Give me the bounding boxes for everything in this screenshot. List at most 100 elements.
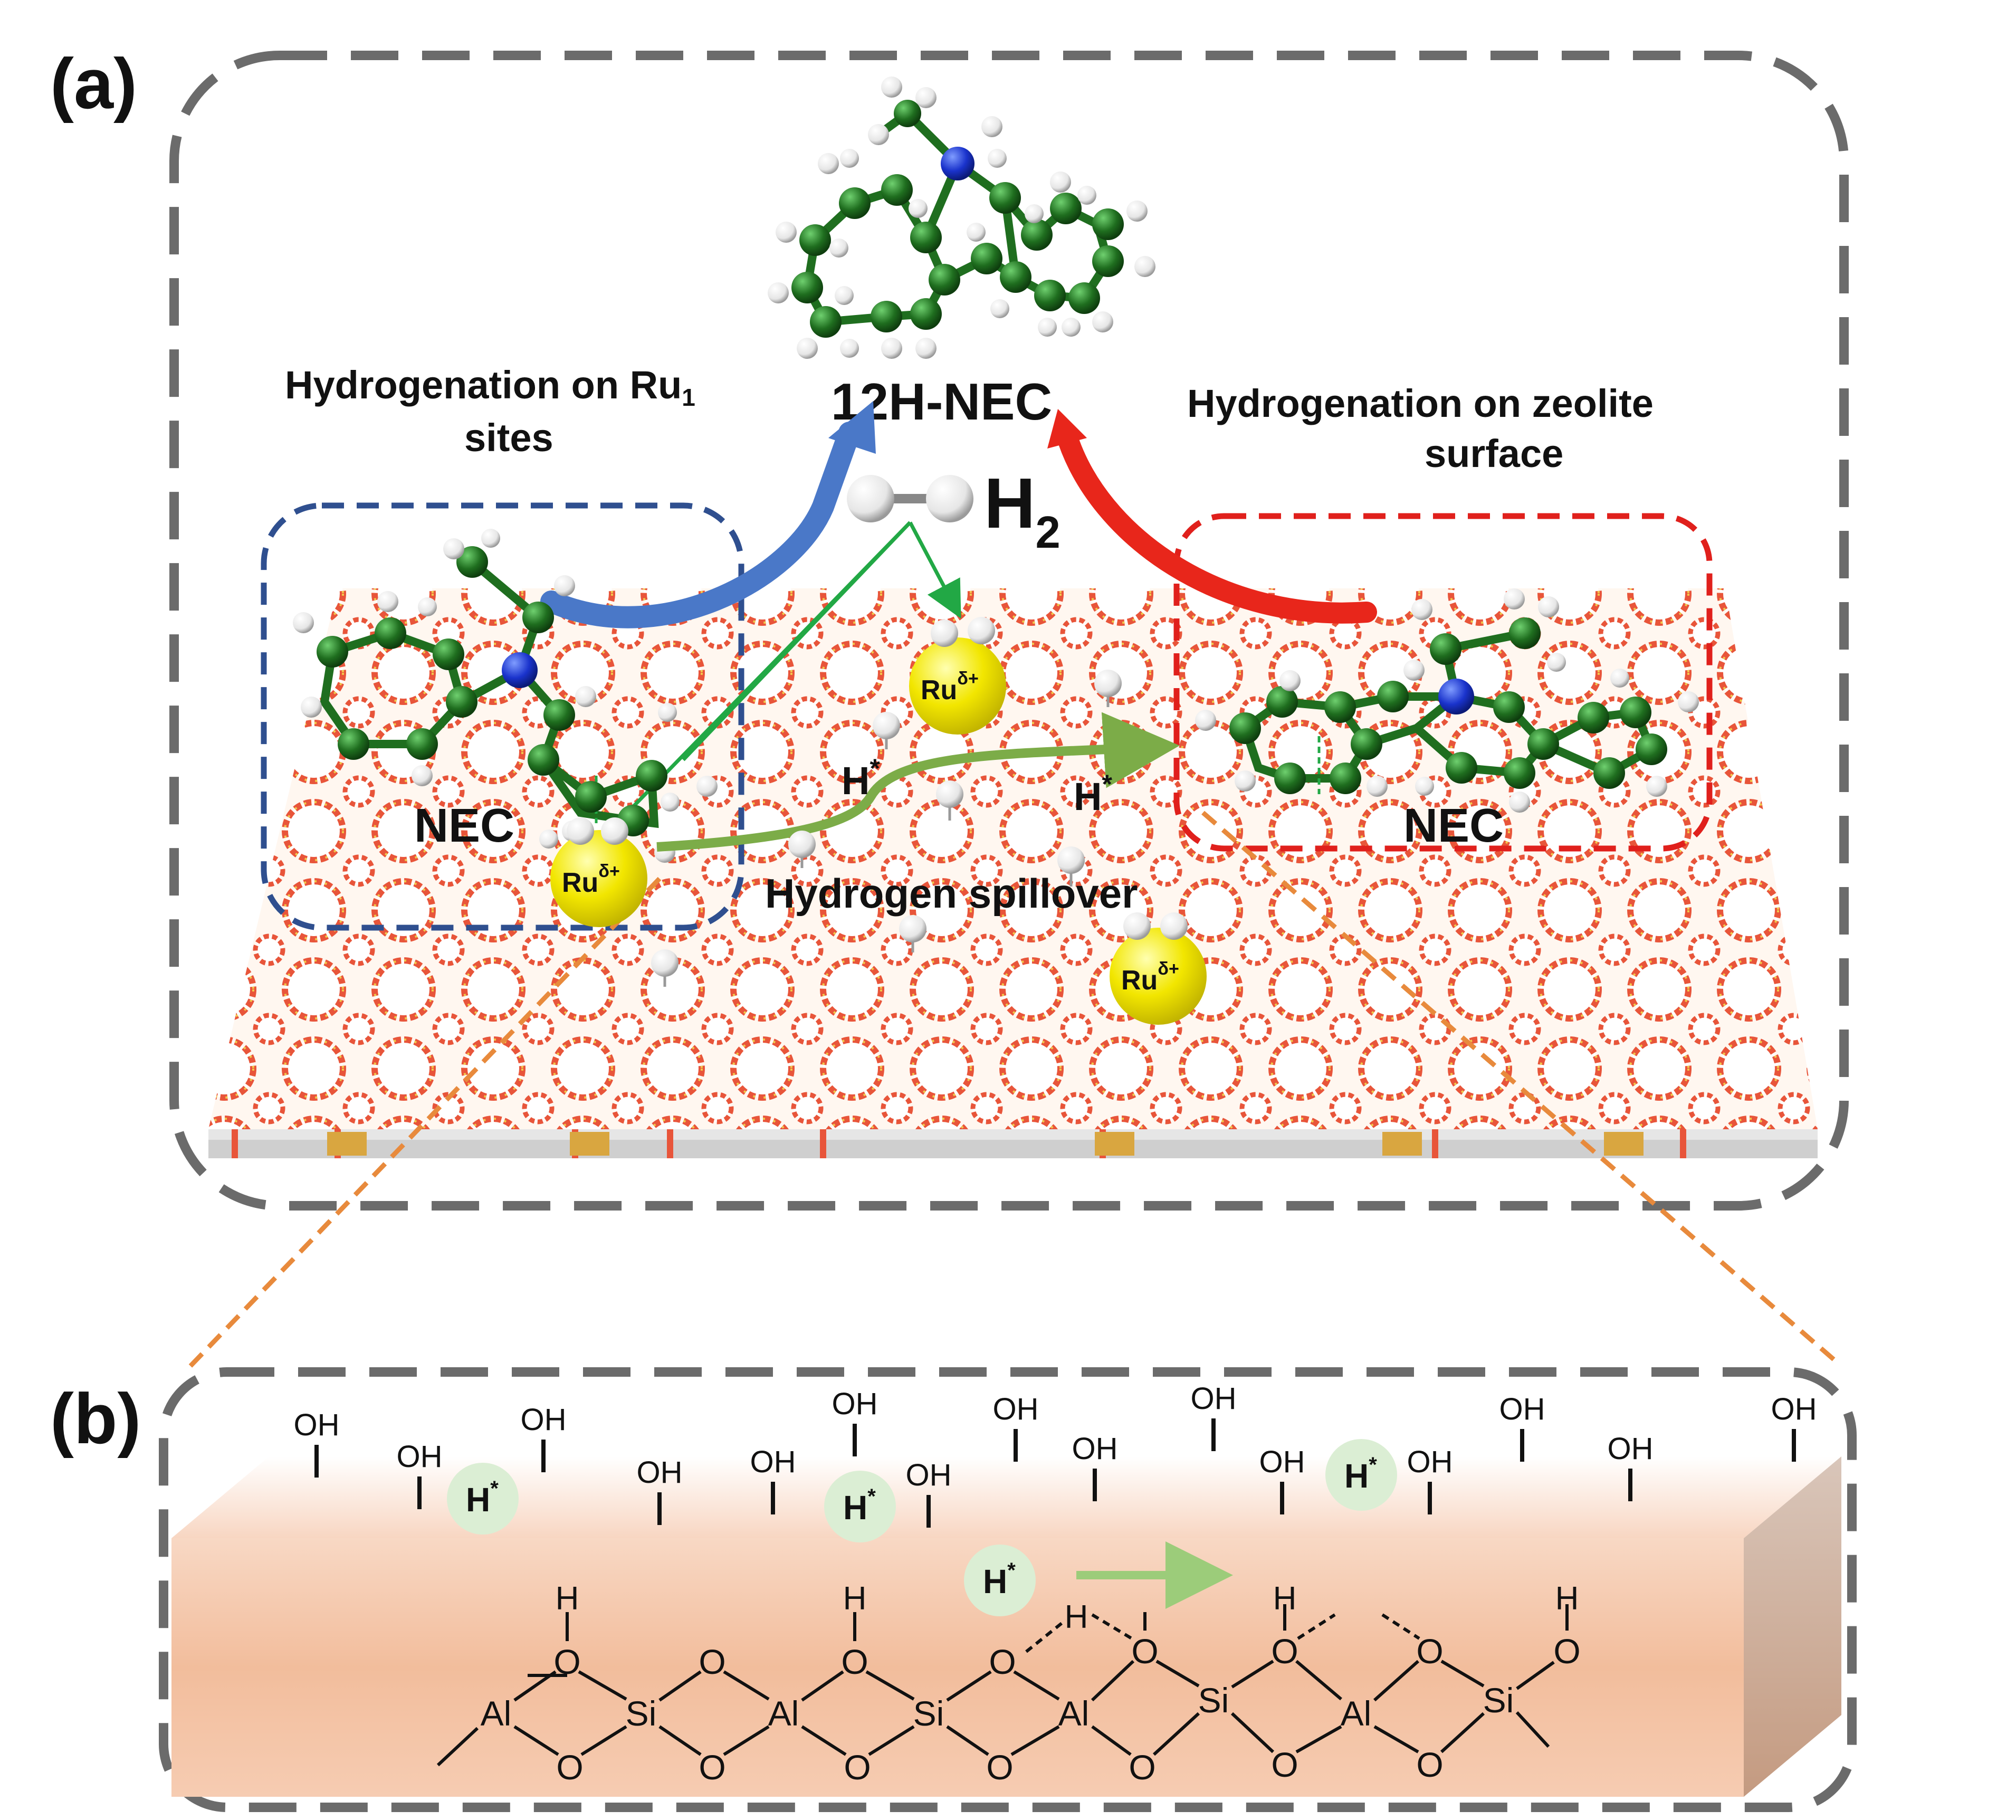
zoom-line-left <box>183 876 662 1374</box>
framework-o: O <box>1129 1748 1155 1787</box>
oh-label: OH <box>521 1403 567 1437</box>
nec-label-right: NEC <box>1403 799 1504 852</box>
oh-group: OH <box>397 1440 443 1509</box>
oh-label: OH <box>1072 1432 1118 1466</box>
oh-group: OH <box>1608 1432 1654 1501</box>
oh-group: OH <box>294 1408 340 1478</box>
oh-label: OH <box>1499 1392 1545 1426</box>
nec-molecule-right <box>1195 588 1699 813</box>
framework-si: Si <box>913 1694 944 1733</box>
svg-text:Ruδ+: Ruδ+ <box>1121 959 1179 996</box>
framework-h: H <box>843 1580 867 1617</box>
oh-group: OH <box>750 1445 796 1514</box>
panel-a-frame <box>169 51 1849 1211</box>
h-star-bubble: H* <box>824 1471 896 1542</box>
panel-a-label: (a) <box>50 44 137 123</box>
oh-group: OH <box>1072 1432 1118 1501</box>
oh-label: OH <box>1608 1432 1654 1466</box>
left-title-line2: sites <box>464 416 553 460</box>
panel-b-frame <box>159 1367 1857 1812</box>
framework-o: O <box>1416 1632 1443 1671</box>
oh-label: OH <box>1191 1381 1237 1416</box>
ru-atom-right: Ruδ+ <box>1110 912 1207 1025</box>
framework-o: O <box>1553 1632 1580 1671</box>
panel-b-label: (b) <box>50 1379 141 1459</box>
svg-text:Ruδ+: Ruδ+ <box>562 861 620 898</box>
framework-o: O <box>699 1642 725 1681</box>
oh-label: OH <box>1259 1445 1305 1479</box>
framework-o: O <box>841 1642 868 1681</box>
framework-o: O <box>1131 1632 1158 1671</box>
ru-atom-left: Ruδ+ <box>550 817 647 927</box>
right-title-line2: surface <box>1425 432 1563 475</box>
spillover-h-atoms <box>651 670 1122 987</box>
framework-o: O <box>556 1748 583 1787</box>
zoom-line-right <box>1201 811 1838 1364</box>
framework-h: H <box>1273 1580 1297 1617</box>
oh-label: OH <box>397 1440 443 1474</box>
framework-o: O <box>986 1748 1013 1787</box>
red-arrow-head <box>1047 409 1087 449</box>
adsorbed-h-bubbles: H* H* H* H* <box>447 1439 1397 1616</box>
left-title-line1: Hydrogenation on Ru1 <box>285 363 695 411</box>
h-star-bubble: H* <box>1325 1439 1397 1511</box>
h2-label: H2 <box>984 463 1060 558</box>
svg-text:H*: H* <box>983 1559 1016 1600</box>
framework-si: Si <box>626 1694 657 1733</box>
framework-h: H <box>1555 1580 1579 1617</box>
framework-h: H <box>1065 1599 1088 1635</box>
oh-label: OH <box>294 1408 340 1442</box>
oh-group: OH <box>993 1392 1039 1462</box>
oh-label: OH <box>1407 1445 1453 1479</box>
h-star-label-1: H* <box>842 754 880 803</box>
oh-group: OH <box>1499 1392 1545 1462</box>
h-star-bubble: H* <box>447 1463 519 1535</box>
zeolite-surface-box <box>1173 513 1713 852</box>
ru-atom-top: Ruδ+ <box>909 617 1006 735</box>
framework-al: Al <box>1341 1694 1372 1733</box>
nec-label-left: NEC <box>414 799 514 852</box>
framework-al: Al <box>1058 1694 1090 1733</box>
svg-text:H*: H* <box>843 1485 876 1527</box>
svg-text:H*: H* <box>466 1477 499 1519</box>
framework-o: O <box>699 1748 725 1787</box>
zeolite-slab <box>171 1456 1841 1797</box>
molecule-12h-nec <box>768 77 1155 359</box>
oh-group: OH <box>1407 1445 1453 1514</box>
red-arrow <box>1055 422 1377 624</box>
oh-label: OH <box>637 1455 683 1490</box>
spillover-arrow <box>656 712 1180 852</box>
oh-group: OH <box>832 1387 878 1456</box>
framework-bonds <box>436 1604 1569 1767</box>
blue-arrow-head <box>828 401 876 454</box>
spillover-label: Hydrogen spillover <box>765 870 1138 917</box>
framework-si: Si <box>1198 1681 1229 1720</box>
oh-group: OH <box>906 1458 952 1528</box>
framework-si: Si <box>1483 1681 1514 1720</box>
oh-group: OH <box>637 1455 683 1525</box>
ru1-sites-box <box>261 502 744 931</box>
h2-molecule <box>847 475 973 522</box>
oh-group: OH <box>521 1403 567 1472</box>
framework-o: O <box>1271 1632 1298 1671</box>
framework-o: O <box>1271 1745 1298 1784</box>
h-star-label-2: H* <box>1074 769 1112 818</box>
oh-group: OH <box>1771 1392 1817 1462</box>
right-title-line1: Hydrogenation on zeolite <box>1187 382 1654 425</box>
framework-o: O <box>553 1642 580 1681</box>
oh-group: OH <box>1191 1381 1237 1451</box>
oh-group: OH <box>1259 1445 1305 1514</box>
framework-o: O <box>989 1642 1016 1681</box>
framework-al: Al <box>768 1694 799 1733</box>
svg-text:H*: H* <box>1344 1453 1377 1495</box>
oh-label: OH <box>832 1387 878 1421</box>
blue-arrow <box>540 422 861 628</box>
oh-label: OH <box>1771 1392 1817 1426</box>
h-star-bubble: H* <box>964 1545 1036 1616</box>
framework-h: H <box>556 1580 579 1617</box>
nec-molecule-left <box>293 529 718 863</box>
svg-text:Ruδ+: Ruδ+ <box>921 669 979 706</box>
oh-label: OH <box>906 1458 952 1492</box>
